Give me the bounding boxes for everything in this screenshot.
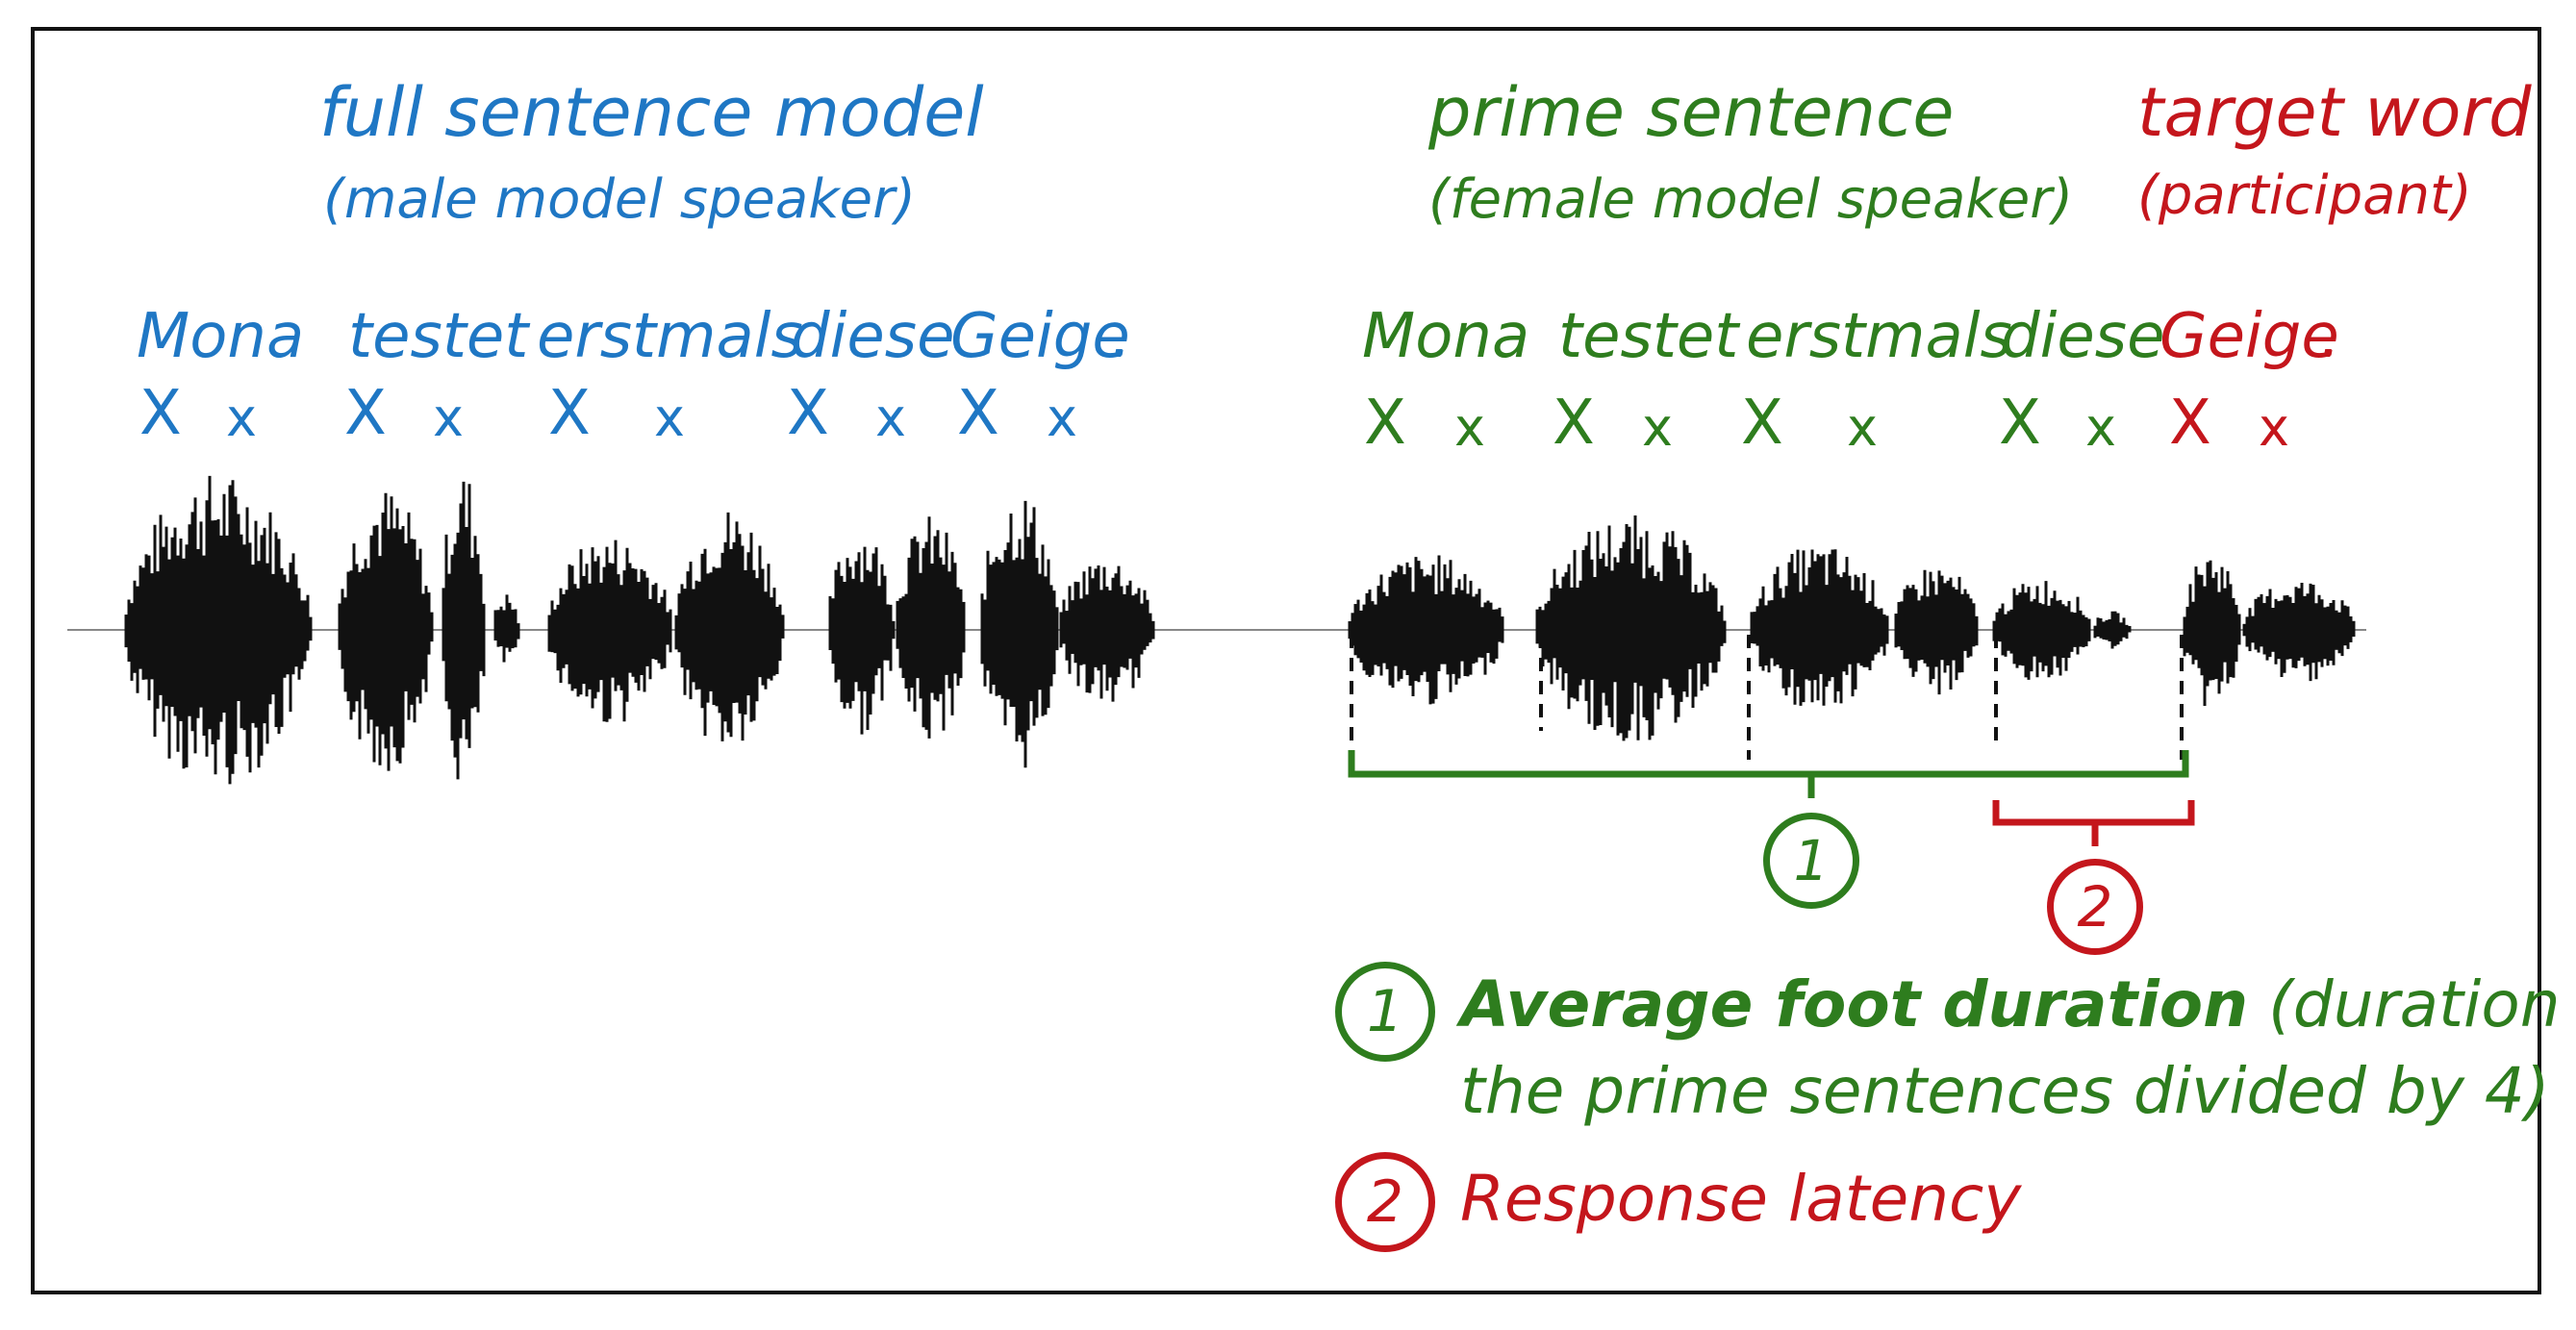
- stress-mark: x: [1047, 388, 1077, 448]
- stress-mark: X: [344, 378, 387, 449]
- model-word: diese: [791, 301, 955, 372]
- stress-mark: x: [433, 388, 464, 448]
- stress-mark: x: [1454, 397, 1485, 458]
- legend-item-2: Response latency: [1460, 1162, 2022, 1236]
- model-word: .: [1111, 301, 1131, 372]
- stress-mark: X: [548, 378, 591, 449]
- bracket-response-latency: [1992, 800, 2195, 846]
- stress-mark: x: [2259, 397, 2289, 458]
- stress-mark: X: [957, 378, 999, 449]
- target-word: Geige: [2159, 301, 2339, 372]
- waveform-prime: [1348, 514, 2356, 741]
- legend-one-circle: 1: [1335, 962, 1435, 1062]
- marker-one-circle: 1: [1763, 813, 1859, 909]
- model-subtitle: (male model speaker): [323, 168, 916, 231]
- target-title: target word: [2137, 73, 2532, 152]
- marker-two-label: 2: [2077, 874, 2113, 940]
- legend-item-1-line-2: the prime sentences divided by 4): [1460, 1054, 2550, 1128]
- stress-mark: X: [1999, 388, 2041, 459]
- marker-one-label: 1: [1793, 828, 1830, 893]
- stress-mark: x: [2085, 397, 2116, 458]
- marker-two-circle: 2: [2047, 859, 2143, 955]
- model-title: full sentence model: [319, 73, 984, 152]
- model-word: erstmals: [537, 301, 803, 372]
- stress-mark: x: [875, 388, 906, 448]
- stress-mark: x: [1642, 397, 1673, 458]
- stress-mark: X: [2169, 388, 2211, 459]
- prime-word: testet: [1558, 301, 1739, 372]
- legend-two-number: 2: [1366, 1168, 1404, 1236]
- model-word: Mona: [137, 301, 305, 372]
- stress-mark: X: [1364, 388, 1406, 459]
- prime-word: diese: [2001, 301, 2165, 372]
- prime-title: prime sentence: [1428, 73, 1955, 152]
- model-word: Geige: [950, 301, 1130, 372]
- prime-subtitle: (female model speaker): [1428, 168, 2074, 231]
- legend-two-circle: 2: [1335, 1152, 1435, 1252]
- target-subtitle: (participant): [2137, 164, 2472, 227]
- model-word: testet: [348, 301, 529, 372]
- legend-item-1-bold: Average foot duration: [1460, 967, 2249, 1041]
- legend-item-1-line-1: Average foot duration (duration of: [1460, 973, 2576, 1037]
- bracket-foot-duration: [1348, 750, 2189, 798]
- prime-word: erstmals: [1746, 301, 2012, 372]
- prime-word: Mona: [1362, 301, 1530, 372]
- waveform-model: [124, 475, 1155, 785]
- target-period: .: [2320, 301, 2340, 372]
- stress-mark: X: [139, 378, 182, 449]
- stress-mark: X: [1553, 388, 1595, 459]
- stress-mark: X: [787, 378, 829, 449]
- stress-mark: x: [1847, 397, 1878, 458]
- legend-item-1-rest: (duration of: [2268, 967, 2576, 1041]
- stress-mark: X: [1741, 388, 1783, 459]
- legend-one-number: 1: [1366, 978, 1404, 1045]
- stress-mark: x: [226, 388, 257, 448]
- stress-mark: x: [654, 388, 685, 448]
